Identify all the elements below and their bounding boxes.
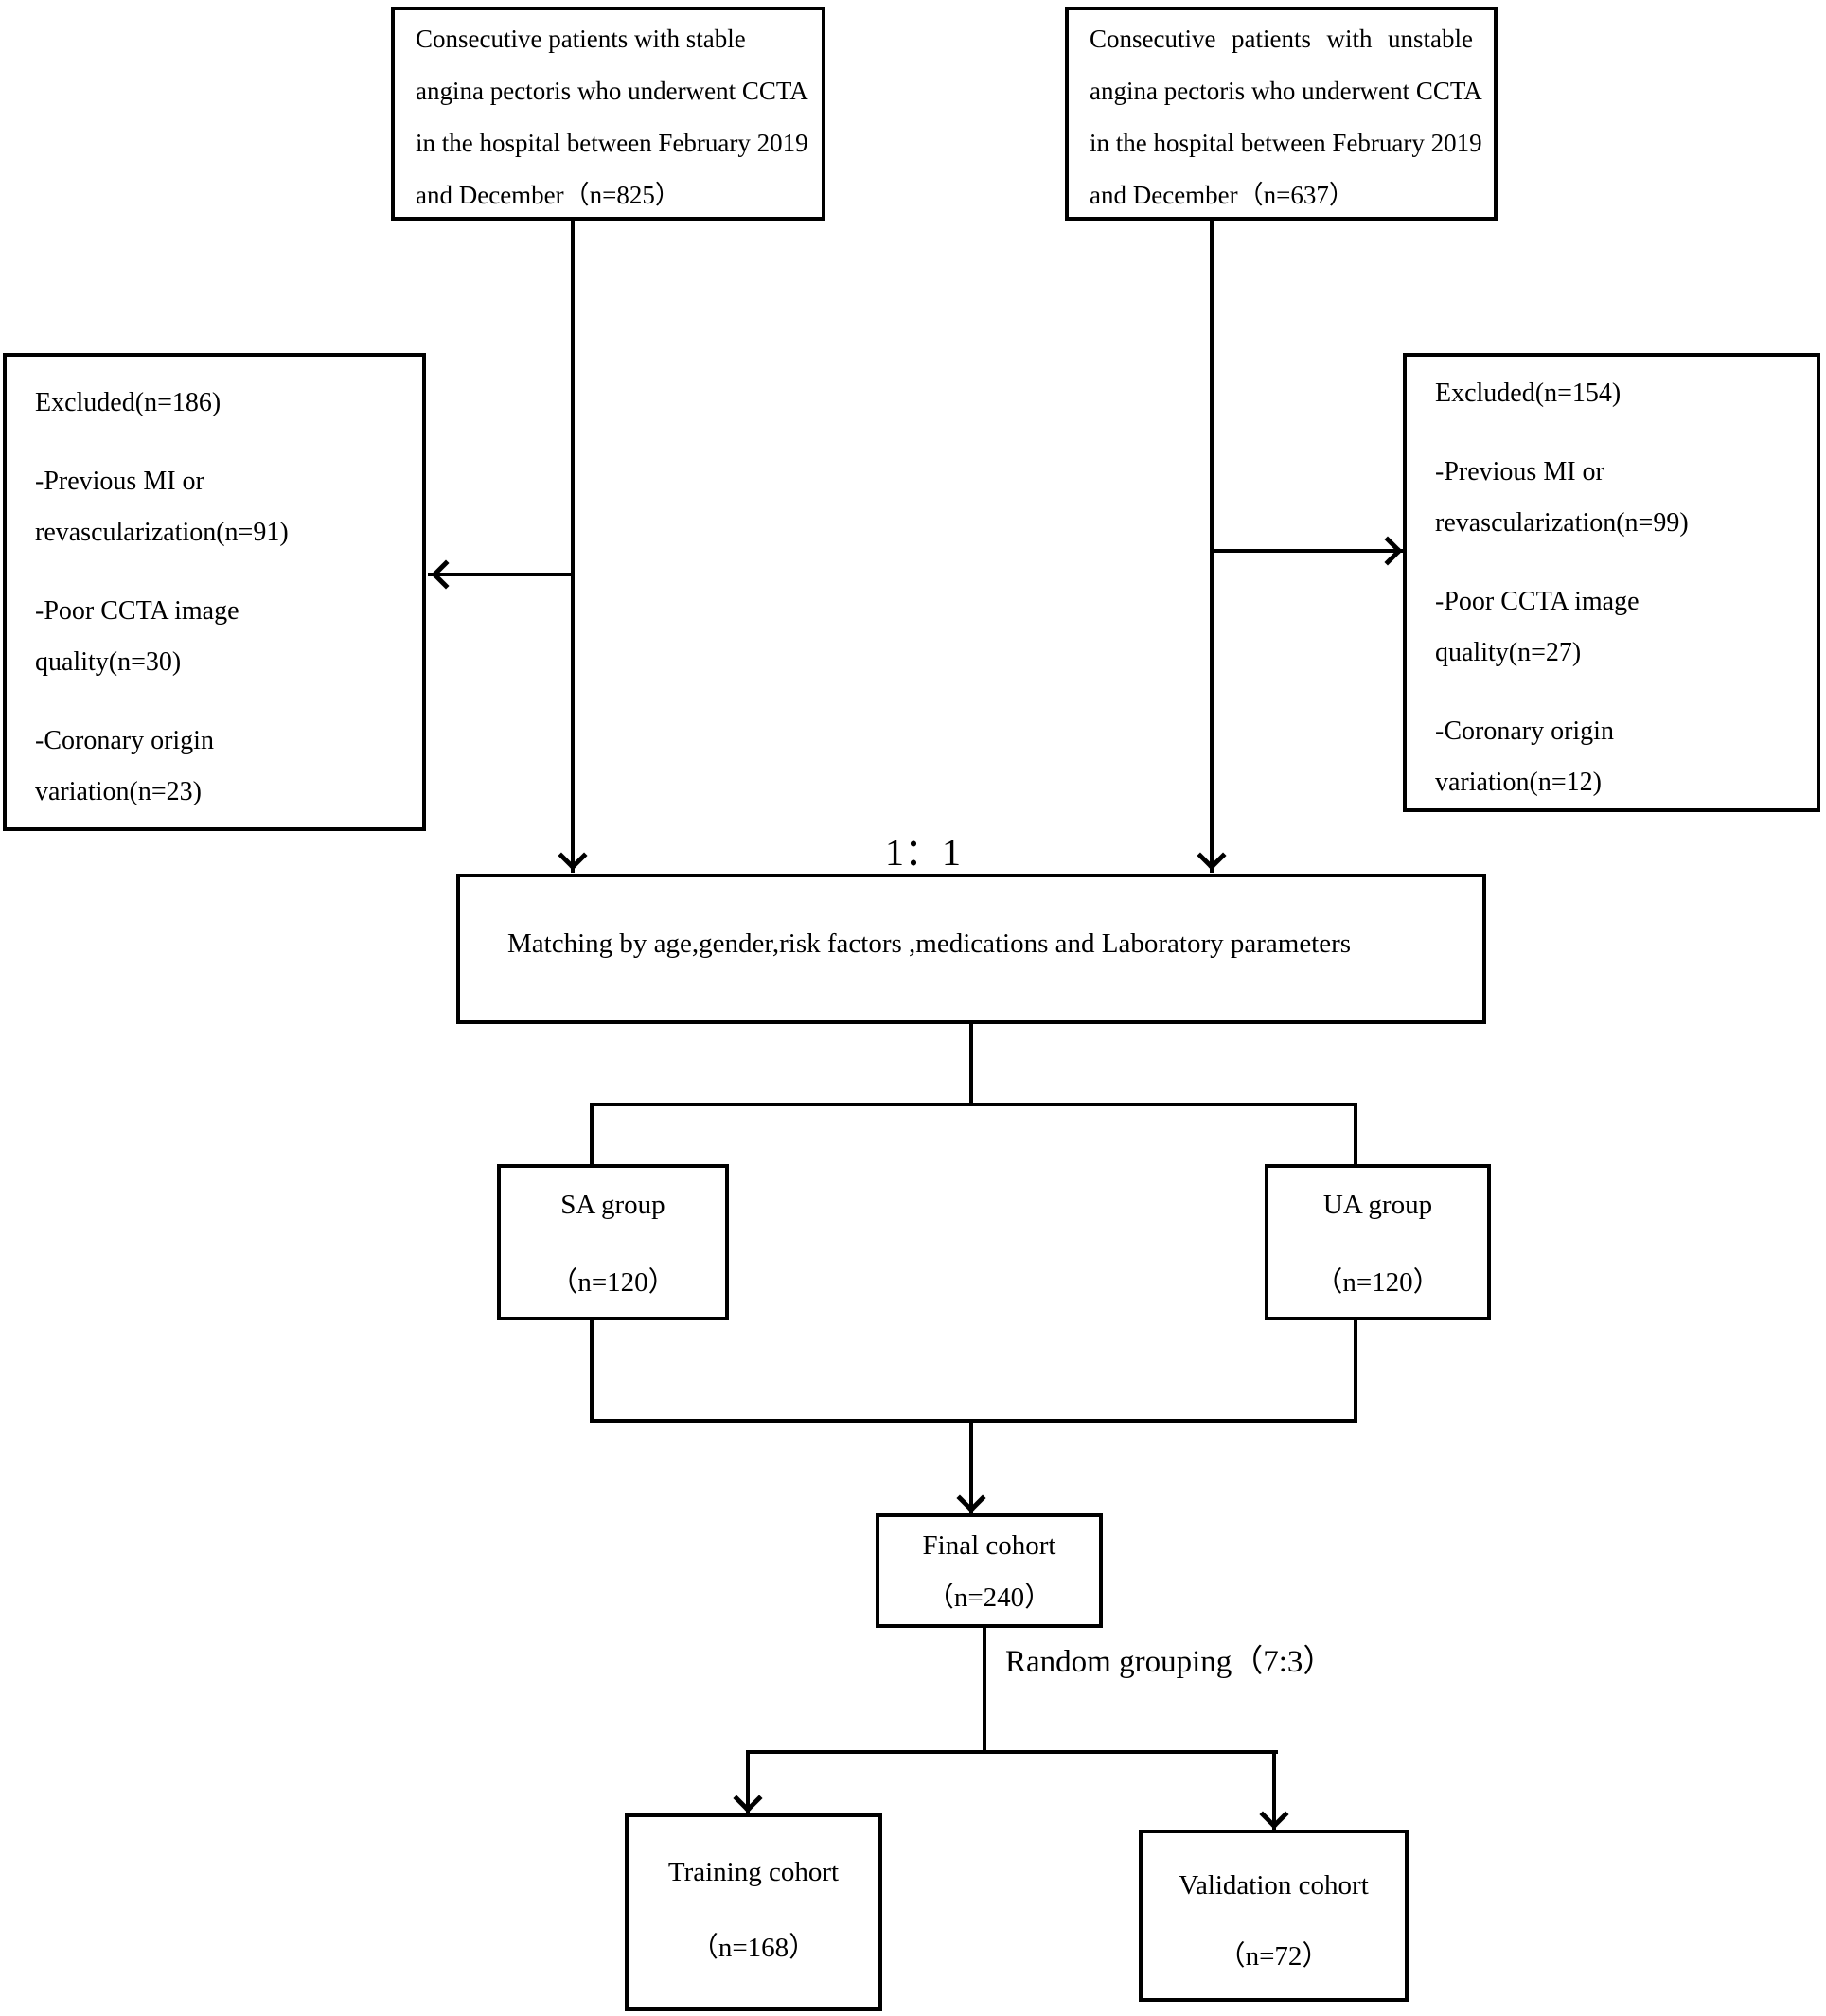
- connector-to-validation: [1272, 1754, 1276, 1830]
- arrowhead-into-matching-left-icon: [558, 840, 588, 871]
- matching-text: Matching by age,gender,risk factors ,med…: [507, 928, 1352, 959]
- text-line: and December（n=637）: [1090, 181, 1355, 209]
- arrowhead-into-final-icon: [956, 1483, 986, 1513]
- connector-final-down: [983, 1628, 986, 1754]
- connector-unstable-to-matching: [1210, 221, 1214, 873]
- text-line: -Previous MI or: [1435, 457, 1604, 486]
- arrowhead-into-excluded-unstable-icon: [1373, 536, 1403, 566]
- text-line: and December（n=825）: [416, 181, 681, 209]
- box-ua-group: UA group （n=120）: [1265, 1164, 1491, 1320]
- text-line: revascularization(n=99): [1435, 508, 1689, 538]
- text-line: in the hospital between February 2019: [1090, 129, 1482, 157]
- line-gap: [35, 688, 405, 716]
- line-gap: [1435, 549, 1799, 576]
- text-line: angina pectoris who underwent CCTA: [416, 77, 808, 105]
- text-line: Excluded(n=154): [1435, 379, 1622, 408]
- box-validation-cohort: Validation cohort （n=72）: [1139, 1830, 1409, 2002]
- connector-to-excluded-unstable: [1212, 549, 1403, 553]
- text-line: Consecutive patients with unstable: [1090, 25, 1473, 53]
- line-gap: [35, 558, 405, 586]
- line-gap: [1435, 419, 1799, 447]
- connector-to-training: [746, 1754, 750, 1813]
- connector-sa-down: [590, 1320, 594, 1423]
- box-excluded-unstable: Excluded(n=154) -Previous MI or revascular…: [1403, 353, 1820, 812]
- text-line: -Poor CCTA image: [35, 596, 239, 626]
- box-final-cohort: Final cohort （n=240）: [876, 1513, 1103, 1628]
- text-line: （n=72）: [1217, 1941, 1330, 1972]
- connector-stable-to-matching: [571, 221, 575, 873]
- text-line: in the hospital between February 2019: [416, 129, 808, 157]
- text-line: quality(n=30): [35, 647, 182, 677]
- text-line: SA group: [560, 1190, 665, 1220]
- text-line: Training cohort: [667, 1857, 840, 1887]
- arrowhead-into-matching-right-icon: [1197, 840, 1227, 871]
- line-gap: [1143, 1909, 1405, 1933]
- box-stable-angina-source: Consecutive patients with stable angina p…: [391, 7, 825, 221]
- connector-drop-ua: [1354, 1103, 1357, 1166]
- text-line: variation(n=23): [35, 777, 202, 806]
- text-line: （n=240）: [926, 1583, 1053, 1613]
- box-sa-group: SA group （n=120）: [497, 1164, 729, 1320]
- box-matching: Matching by age,gender,risk factors ,med…: [456, 874, 1486, 1024]
- line-gap: [35, 429, 405, 456]
- text-line: variation(n=12): [1435, 768, 1602, 797]
- matching-ratio-label: 1：1: [885, 831, 961, 874]
- arrowhead-into-excluded-stable-icon: [431, 559, 461, 590]
- text-line: Final cohort: [922, 1530, 1056, 1561]
- text-line: Validation cohort: [1179, 1870, 1369, 1901]
- arrowhead-into-training-icon: [733, 1783, 763, 1813]
- text-line: angina pectoris who underwent CCTA: [1090, 77, 1482, 105]
- text-line: （n=120）: [1315, 1267, 1441, 1298]
- text-line: -Poor CCTA image: [1435, 587, 1640, 616]
- text-line: Excluded(n=186): [35, 388, 222, 417]
- text-line: revascularization(n=91): [35, 518, 289, 547]
- text-line: -Coronary origin: [35, 726, 214, 755]
- line-gap: [629, 1896, 878, 1924]
- box-excluded-stable: Excluded(n=186) -Previous MI or revascular…: [3, 353, 426, 831]
- text-line: UA group: [1322, 1190, 1433, 1220]
- connector-random-bracket: [746, 1750, 1278, 1754]
- connector-to-excluded-stable: [428, 573, 575, 576]
- connector-to-final: [969, 1423, 973, 1513]
- text-line: -Previous MI or: [35, 467, 204, 496]
- text-line: （n=168）: [690, 1933, 817, 1963]
- arrowhead-into-validation-icon: [1259, 1799, 1289, 1830]
- connector-merge-bracket: [590, 1419, 1357, 1423]
- text-line: -Coronary origin: [1435, 716, 1614, 746]
- random-grouping-label: Random grouping（7:3）: [1005, 1645, 1335, 1679]
- connector-ua-down: [1354, 1320, 1357, 1423]
- box-unstable-angina-source: Consecutive patients with unstable angina…: [1065, 7, 1498, 221]
- line-gap: [501, 1229, 725, 1259]
- text-line: quality(n=27): [1435, 638, 1582, 667]
- text-line: Consecutive patients with stable: [416, 25, 746, 53]
- text-line: （n=120）: [550, 1267, 676, 1298]
- line-gap: [1435, 679, 1799, 706]
- connector-matching-stub: [969, 1024, 973, 1106]
- line-gap: [1268, 1229, 1487, 1259]
- connector-drop-sa: [590, 1103, 594, 1166]
- box-training-cohort: Training cohort （n=168）: [625, 1813, 882, 2011]
- connector-split-bracket-top: [590, 1103, 1357, 1106]
